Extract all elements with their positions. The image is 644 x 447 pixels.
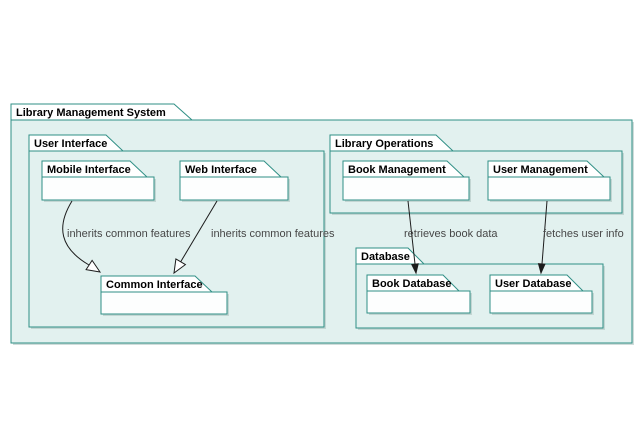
- package-tab: [41, 160, 149, 178]
- edge-label: inherits common features: [67, 228, 191, 240]
- package-tab: [487, 160, 606, 178]
- package-common-interface: Common Interface: [100, 275, 229, 316]
- edge-web-to-common: inherits common features: [173, 200, 335, 275]
- package-tab: [28, 134, 125, 152]
- package-name: User Management: [493, 164, 588, 176]
- edge-label: inherits common features: [211, 228, 335, 240]
- inheritance-arrowhead-icon: [173, 258, 187, 275]
- arrowhead-icon: [411, 263, 419, 275]
- inheritance-arrowhead-icon: [85, 259, 102, 273]
- package-name: User Database: [495, 278, 571, 290]
- package-name: Mobile Interface: [47, 164, 131, 176]
- edge-path: [62, 200, 90, 266]
- arrowhead-icon: [537, 263, 546, 275]
- package-user-database: User Database: [489, 274, 594, 315]
- edge-path: [407, 200, 416, 265]
- package-user-management: User Management: [487, 160, 612, 202]
- edge-bookmgmt-to-bookdb: retrieves book data: [404, 200, 498, 275]
- package-body: [366, 290, 471, 314]
- package-name: User Interface: [34, 138, 107, 150]
- edge-usermgmt-to-userdb: fetches user info: [537, 200, 624, 275]
- package-name: Book Management: [348, 164, 446, 176]
- package-name: Web Interface: [185, 164, 257, 176]
- edge-mobile-to-common: inherits common features: [62, 200, 191, 273]
- edge-label: fetches user info: [543, 228, 624, 240]
- package-name: Database: [361, 251, 410, 263]
- package-tab: [100, 275, 214, 293]
- package-name: Library Operations: [335, 138, 433, 150]
- package-tab: [329, 134, 455, 152]
- package-tab: [366, 274, 461, 292]
- edge-label: retrieves book data: [404, 228, 498, 240]
- package-body: [179, 176, 289, 201]
- package-body: [41, 176, 155, 201]
- package-tab: [355, 247, 426, 265]
- package-name: Book Database: [372, 278, 451, 290]
- package-mobile-interface: Mobile Interface: [41, 160, 156, 202]
- package-body: [342, 176, 470, 201]
- package-web-interface: Web Interface: [179, 160, 290, 202]
- package-tab: [489, 274, 585, 292]
- package-name: Common Interface: [106, 279, 203, 291]
- package-name: Library Management System: [16, 107, 166, 119]
- package-tab: [10, 103, 194, 121]
- edge-path: [541, 200, 548, 265]
- package-tab: [342, 160, 466, 178]
- edge-path: [180, 200, 218, 263]
- package-book-management: Book Management: [342, 160, 471, 202]
- package-body: [489, 290, 593, 314]
- package-book-database: Book Database: [366, 274, 472, 315]
- package-body: [487, 176, 611, 201]
- package-body: [100, 291, 228, 315]
- package-tab: [179, 160, 283, 178]
